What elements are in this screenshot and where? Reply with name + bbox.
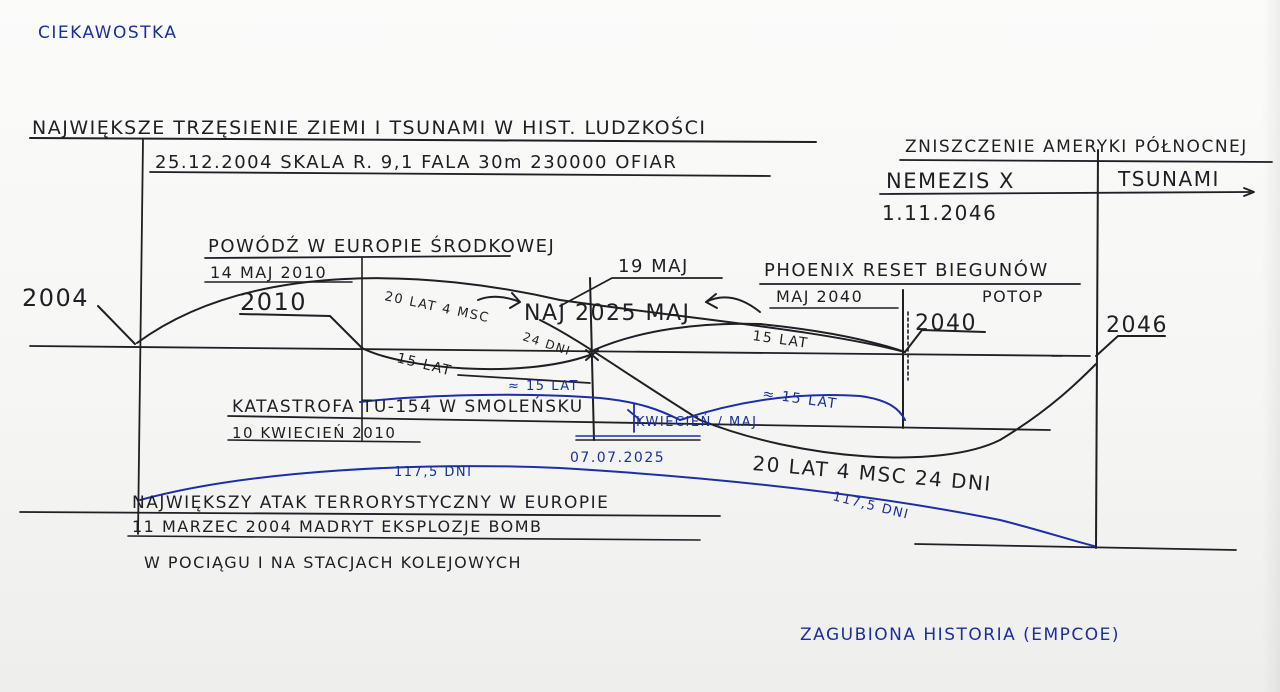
america-title: ZNISZCZENIE AMERYKI PÓŁNOCNEJ — [905, 135, 1248, 157]
tsunami-underline — [29, 137, 817, 143]
pointer-2004 — [97, 305, 136, 345]
blue-date-2025: 07.07.2025 — [570, 450, 665, 466]
blue-days-left: 117,5 DNI — [394, 465, 472, 480]
nemezis-underline — [879, 191, 1251, 195]
label-15lat-right: 15 LAT — [751, 328, 809, 352]
blue-mark — [627, 403, 641, 433]
blue-arc-right — [679, 394, 906, 421]
vertical-2004 — [137, 139, 144, 535]
pointer-2040 — [904, 329, 986, 353]
nemezis-date: 1.11.2046 — [882, 201, 997, 225]
blue-15lat-left: ≈ 15 LAT — [508, 379, 579, 394]
arrow-15lat — [457, 374, 591, 384]
label-19maj: 19 MAJ — [618, 256, 689, 277]
label-15lat-left: 15 LAT — [395, 350, 454, 379]
phoenix-date: MAJ 2040 — [776, 287, 863, 306]
vertical-2046 — [1095, 149, 1099, 549]
blue-arc-bottom — [139, 465, 1095, 547]
blue-15lat-right: ≈ 15 LAT — [761, 386, 838, 412]
blue-arc-left — [359, 393, 681, 421]
year-2040: 2040 — [915, 311, 977, 336]
pointer-19maj — [559, 277, 723, 307]
black-strokes — [19, 137, 1273, 551]
blue-strokes — [139, 393, 1095, 547]
nemezis-label: NEMEZIS X — [886, 169, 1015, 193]
arrow-right — [705, 293, 761, 313]
arrow-tsunami — [1243, 187, 1255, 197]
label-20lat-4msc: 20 LAT 4 MSC — [383, 289, 491, 326]
smolensk-title: KATASTROFA TU-154 W SMOLEŃSKU — [232, 395, 584, 417]
year-2004: 2004 — [22, 284, 89, 312]
label-naj-2025-maj: NAJ 2025 MAJ — [524, 301, 691, 326]
flood-title: POWÓDŹ W EUROPIE ŚRODKOWEJ — [208, 235, 555, 257]
terror-detail-underline — [127, 535, 701, 541]
arrow-left — [477, 292, 521, 309]
year-2010: 2010 — [240, 288, 307, 316]
pointer-2046 — [1095, 335, 1166, 357]
potop-label: POTOP — [982, 287, 1044, 306]
black-text: CIEKAWOSTKA NAJWIĘKSZE TRZĘSIENIE ZIEMI … — [22, 23, 1248, 572]
arc-2004-2040 — [136, 277, 906, 353]
smolensk-date-underline — [227, 439, 421, 443]
blue-days-right: 117,5 DNI — [831, 489, 911, 523]
tsunami-detail: 25.12.2004 SKALA R. 9,1 FALA 30m 230000 … — [155, 152, 677, 173]
label-bottom-span: 20 LAT 4 MSC 24 DNI — [752, 451, 993, 496]
terror-detail: 11 MARZEC 2004 MADRYT EKSPLOZJE BOMB — [132, 517, 543, 536]
smolensk-underline — [227, 415, 1051, 431]
vertical-2025 — [589, 277, 595, 441]
terror-title: NAJWIĘKSZY ATAK TERRORYSTYCZNY W EUROPIE — [132, 493, 609, 513]
bottom-right-line — [914, 543, 1237, 551]
arc-2025-2040 — [593, 322, 906, 353]
pointer-2010 — [239, 313, 363, 349]
flood-date: 14 MAJ 2010 — [210, 263, 327, 282]
phoenix-title: PHOENIX RESET BIEGUNÓW — [764, 259, 1049, 281]
arc-2025-2046 — [539, 319, 1097, 459]
label-zagubiona: ZAGUBIONA HISTORIA (EMPCOE) — [800, 625, 1120, 645]
arc-2010-2025 — [361, 347, 591, 371]
tsunami-title: NAJWIĘKSZE TRZĘSIENIE ZIEMI I TSUNAMI W … — [32, 115, 706, 139]
america-underline — [899, 159, 1273, 163]
label-ciekawostka: CIEKAWOSTKA — [38, 23, 178, 43]
cross-mark — [585, 349, 599, 361]
tsunami-detail-underline — [149, 171, 771, 177]
year-2046: 2046 — [1106, 313, 1168, 338]
terror-underline — [19, 511, 721, 517]
smolensk-date: 10 KWIECIEŃ 2010 — [232, 423, 396, 442]
terror-detail2: W POCIĄGU I NA STACJACH KOLEJOWYCH — [144, 553, 522, 572]
flood-underline — [204, 255, 511, 259]
tsunami-label: TSUNAMI — [1117, 167, 1220, 191]
main-axis — [29, 345, 1091, 357]
blue-april-may: KWIECIEŃ / MAJ — [636, 414, 757, 430]
